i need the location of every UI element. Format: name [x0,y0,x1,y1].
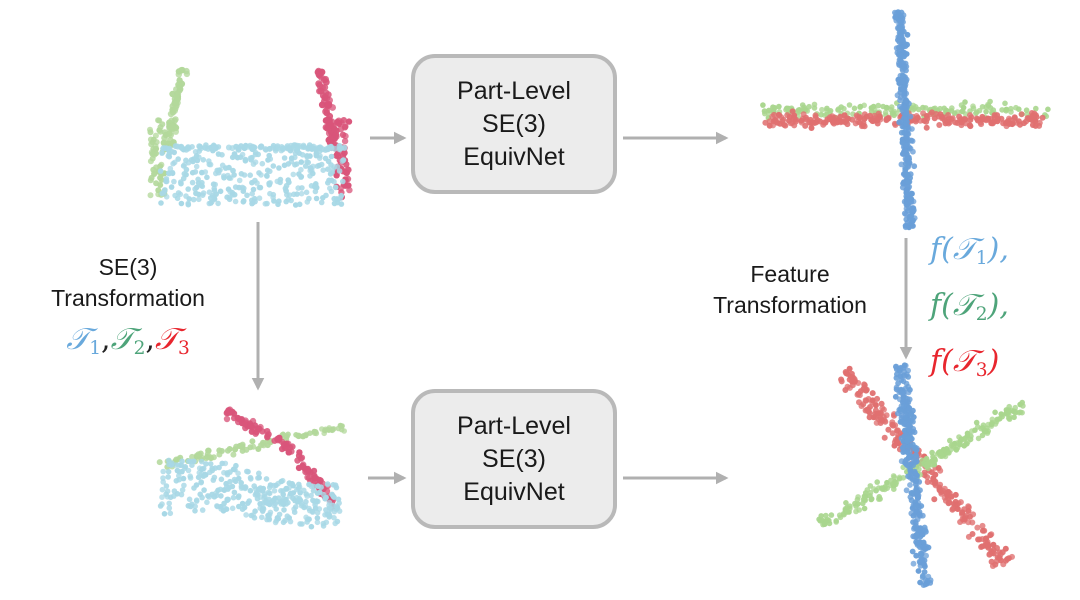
feature-label-line1: Feature [750,261,830,287]
equivnet-box-bottom: Part-Level SE(3) EquivNet [411,389,617,529]
feature-transformation-label: Feature Transformation [690,259,890,321]
equivnet-box-bottom-line1: Part-Level [457,411,571,440]
equivnet-box-top-line2: SE(3) [482,109,546,138]
transformed-part-features-point-cloud [816,362,1026,588]
transformed-glasses-point-cloud [156,406,348,530]
equivnet-box-top-line3: EquivNet [463,142,565,171]
feature-f3: f(𝒯3) [930,344,1000,382]
equivnet-box-bottom-line3: EquivNet [463,477,565,506]
equivnet-box-top: Part-Level SE(3) EquivNet [411,54,617,194]
part-features-point-cloud [760,9,1051,231]
transform-symbols: 𝒯1,𝒯2,𝒯3 [66,322,190,360]
equivnet-box-top-line1: Part-Level [457,76,571,105]
equivnet-box-bottom-line2: SE(3) [482,444,546,473]
se3-label-line1: SE(3) [98,254,158,280]
feature-label-line2: Transformation [713,292,867,318]
feature-f1: f(𝒯1), [930,232,1009,270]
transform-t2: 𝒯2 [110,322,146,360]
feature-f2: f(𝒯2), [930,288,1009,326]
transform-t1: 𝒯1 [66,322,102,360]
se3-transformation-label: SE(3) Transformation [28,252,228,314]
transform-t3: 𝒯3 [154,322,190,360]
glasses-point-cloud [147,66,353,208]
se3-label-line2: Transformation [51,285,205,311]
feature-functions: f(𝒯1), f(𝒯2), f(𝒯3) [930,226,1060,395]
